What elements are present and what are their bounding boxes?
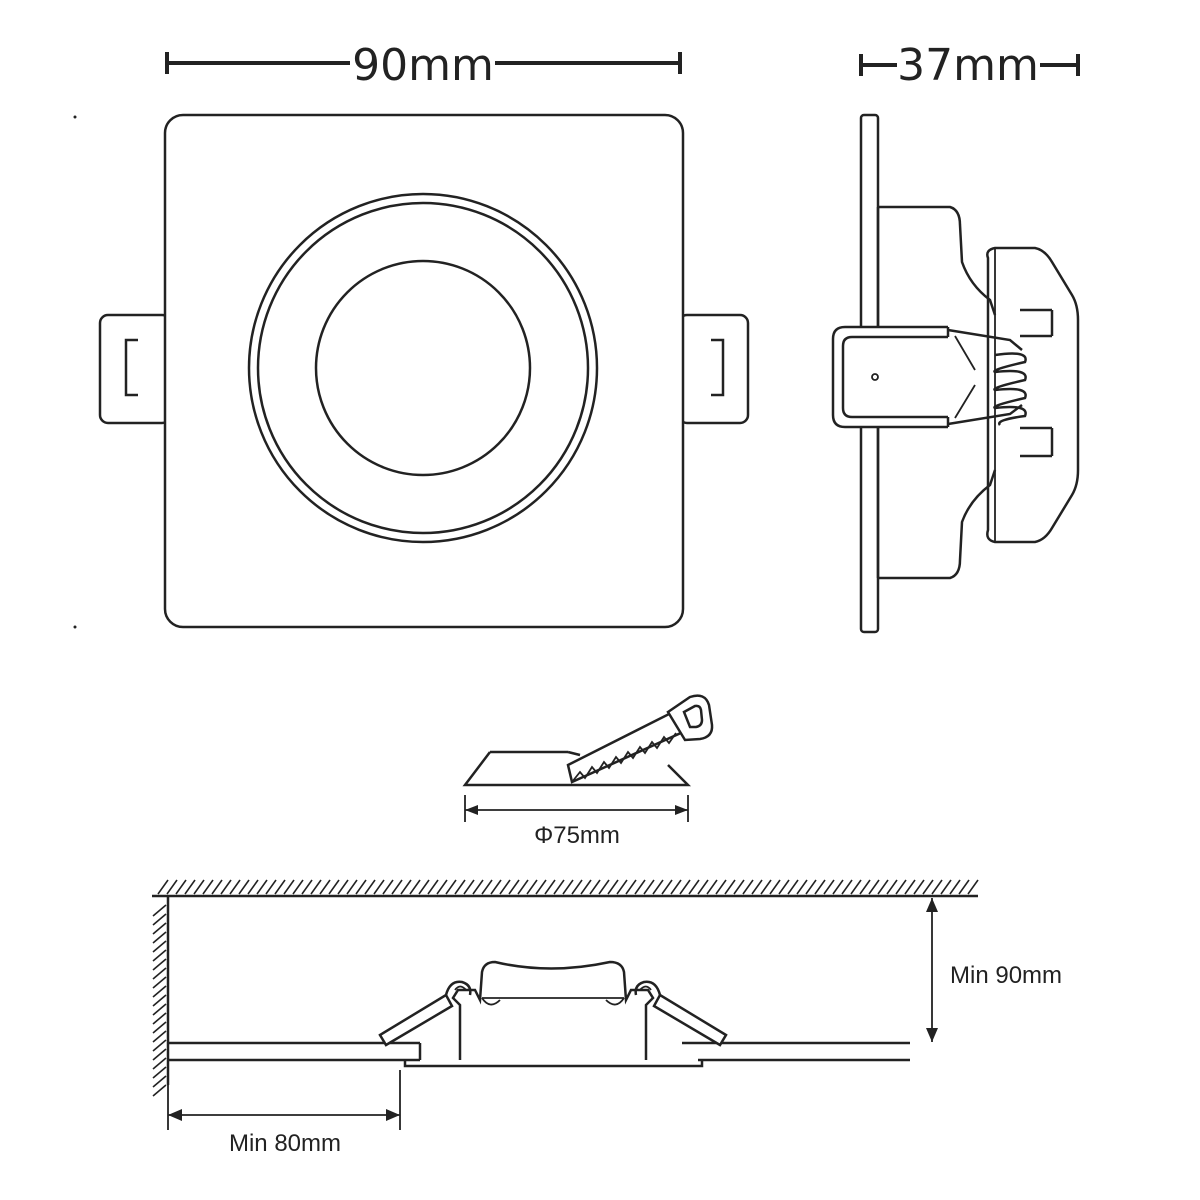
outer-ring [247,192,599,544]
wall-hatch [152,896,170,1097]
min-distance-label: Min 80mm [229,1130,341,1157]
front-width-label: 90mm [352,40,494,91]
min-height-dimension: Min 90mm [926,898,1062,1042]
min-height-label: Min 90mm [950,962,1062,989]
installation-section: Min 90mm Min 80mm [152,879,1062,1157]
cutout-saw-icon [462,694,714,787]
front-view [73,113,750,629]
cutout-diameter-label: Φ75mm [534,822,620,849]
ceiling-hatch [152,879,979,898]
spring [993,352,1027,426]
min-distance-dimension: Min 80mm [167,1070,401,1157]
front-width-dimension: 90mm [165,40,682,91]
lens [314,259,532,477]
cutout-diameter-dimension: Φ75mm [464,795,689,849]
side-depth-dimension: 37mm [859,40,1080,91]
side-view [831,113,1080,634]
square-trim-plate [163,113,685,629]
side-depth-label: 37mm [897,40,1039,91]
